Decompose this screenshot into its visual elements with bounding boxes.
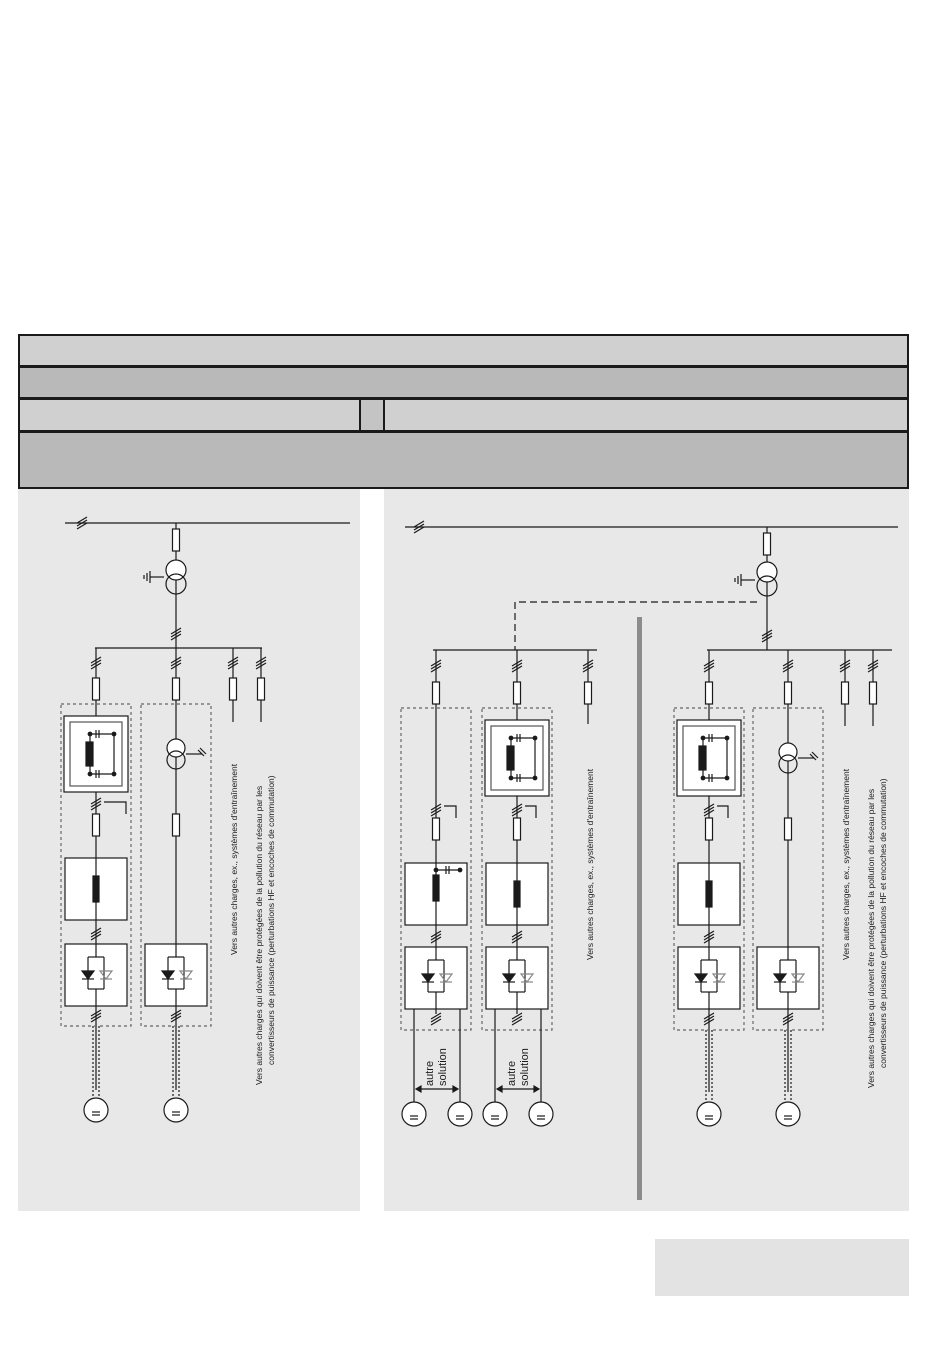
filter-icon [676,719,742,797]
right-b-label-protected-loads-2: convertisseurs de puissance (perturbatio… [878,778,888,1068]
fuse-icon [868,681,878,705]
fuse-icon [431,681,441,705]
left-label-protected-loads-1: Vers autres charges qui doivent être pro… [254,786,264,1085]
alt-label-1-word2: solution [437,1048,449,1086]
left-label-other-drive-loads: Vers autres charges, ex., systèmes d'ent… [229,763,239,955]
converter-icon [485,946,549,1010]
transformer-icon [778,742,819,774]
motor-icon [447,1101,473,1127]
left-circuit [60,516,350,1123]
alt-label-2-word2: solution [519,1048,531,1086]
converter-icon [756,946,820,1010]
choke-icon [64,857,128,921]
alt-label-2-word1: autre [506,1061,518,1086]
footer-box [655,1239,909,1296]
filter-icon [63,715,129,793]
fuse-icon [91,813,101,837]
fuse-icon [783,681,793,705]
converter-icon [404,946,468,1010]
right-a-label-other-drive-loads: Vers autres charges, ex., systèmes d'ent… [585,768,595,960]
left-label-protected-loads-2: convertisseurs de puissance (perturbatio… [266,775,276,1065]
fuse-icon [256,677,266,701]
motor-icon [775,1101,801,1127]
right-circuit [673,649,892,1127]
fuse-icon [171,677,181,701]
fuse-icon [704,817,714,841]
ground-icon [734,573,756,587]
converter-icon [144,943,208,1007]
converter-icon [64,943,128,1007]
vertical-separator [637,617,642,1200]
fuse-icon [840,681,850,705]
fuse-icon [512,681,522,705]
header-band-2 [18,366,909,399]
fuse-icon [171,813,181,837]
fuse-icon [512,817,522,841]
left-diagram-panel [18,489,360,1211]
fuse-icon [91,677,101,701]
right-b-label-protected-loads-1: Vers autres charges qui doivent être pro… [866,789,876,1088]
motor-icon [163,1097,189,1123]
ground-icon [143,570,165,584]
alt-label-1-word1: autre [424,1061,436,1086]
motor-icon [528,1101,554,1127]
fuse-icon [704,681,714,705]
choke-icon [432,874,440,902]
converter-icon [677,946,741,1010]
choke-icon [677,862,741,926]
fuse-icon [431,817,441,841]
motor-icon [401,1101,427,1127]
motor-icon [83,1097,109,1123]
transformer-icon [166,738,207,770]
filter-icon [484,719,550,797]
header-band-4 [18,431,909,489]
fuse-icon [762,532,772,556]
fuse-icon [583,681,593,705]
right-b-label-other-drive-loads: Vers autres charges, ex., systèmes d'ent… [841,768,851,960]
fuse-icon [171,528,181,552]
choke-icon [485,862,549,926]
right-alternative-circuit [400,649,597,1127]
motor-icon [482,1101,508,1127]
motor-icon [696,1101,722,1127]
fuse-icon [228,677,238,701]
fuse-icon [783,817,793,841]
